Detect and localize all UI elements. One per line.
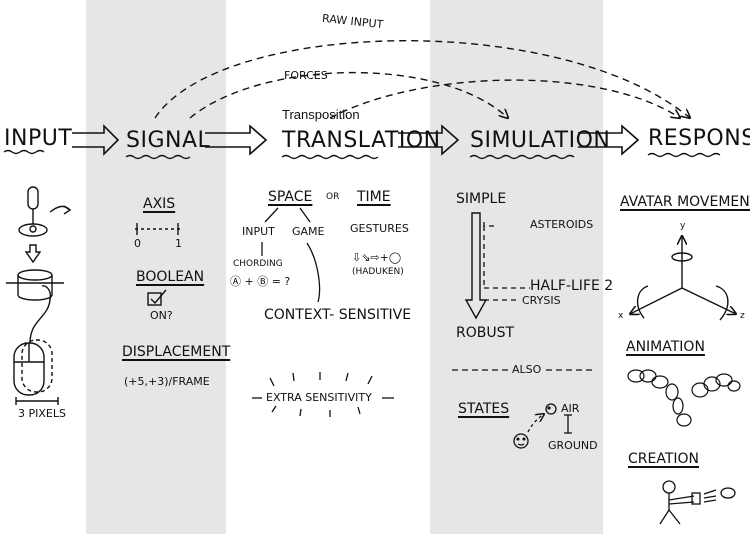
simple-label: SIMPLE bbox=[456, 191, 507, 207]
context-sensitive-label: CONTEXT- SENSITIVE bbox=[264, 307, 412, 323]
space-tree-lines bbox=[261, 207, 321, 303]
space-game-label: GAME bbox=[292, 225, 325, 238]
axis-max-label: 1 bbox=[175, 237, 182, 250]
simulation-underline bbox=[469, 154, 575, 160]
translation-underline bbox=[281, 154, 379, 160]
input-underline bbox=[3, 149, 45, 155]
stage-response: RESPONSE bbox=[648, 126, 750, 151]
space-input-label: INPUT bbox=[242, 225, 275, 238]
crysis-label: CRYSIS bbox=[522, 294, 561, 307]
stage-input: INPUT bbox=[4, 126, 73, 151]
boolean-heading: BOOLEAN bbox=[136, 269, 205, 285]
or-label: OR bbox=[326, 192, 340, 202]
chord-formula: Ⓐ + Ⓑ = ? bbox=[230, 275, 291, 288]
stage-arrow-3 bbox=[398, 124, 460, 156]
signal-underline bbox=[125, 154, 191, 160]
stage-arrow-2 bbox=[205, 124, 268, 156]
axis-x-label: x bbox=[618, 311, 624, 321]
stage-arrow-1 bbox=[72, 124, 120, 156]
extra-sensitivity-label: EXTRA SENSITIVITY bbox=[266, 391, 372, 404]
stage-signal: SIGNAL bbox=[126, 128, 211, 153]
axis-scale-icon bbox=[135, 223, 180, 235]
stage-arrow-4 bbox=[578, 124, 640, 156]
axis-min-label: 0 bbox=[134, 237, 141, 250]
joystick-icon bbox=[18, 186, 72, 237]
animation-heading: ANIMATION bbox=[626, 339, 705, 355]
avatar-movement-heading: AVATAR MOVEMENT bbox=[620, 194, 750, 210]
halflife-label: HALF-LIFE 2 bbox=[530, 278, 614, 294]
time-heading: TIME bbox=[357, 189, 391, 205]
gesture-sequence: ⇩⇘⇨+◯ bbox=[352, 251, 402, 264]
simulation-tick-lines bbox=[483, 222, 530, 301]
response-underline bbox=[647, 152, 721, 158]
on-label: ON? bbox=[150, 309, 173, 322]
displacement-heading: DISPLACEMENT bbox=[122, 344, 231, 360]
axis-z-label: z bbox=[740, 311, 745, 321]
extra-sensitivity-rays bbox=[252, 372, 394, 417]
mouse-icon bbox=[13, 285, 59, 405]
gestures-label: GESTURES bbox=[350, 222, 409, 235]
haduken-label: (HADUKEN) bbox=[352, 267, 404, 277]
air-label: AIR bbox=[561, 402, 580, 415]
states-drawing bbox=[513, 403, 572, 449]
axis-y-label: y bbox=[680, 221, 686, 231]
robust-label: ROBUST bbox=[456, 325, 515, 341]
stage-simulation: SIMULATION bbox=[470, 128, 611, 153]
pixels-label: 3 PIXELS bbox=[18, 407, 66, 420]
animation-circles-icon bbox=[627, 369, 741, 427]
checkbox-icon bbox=[147, 289, 167, 306]
simple-robust-arrow bbox=[464, 212, 488, 320]
transposition-label: Transposition bbox=[282, 107, 360, 122]
ground-label: GROUND bbox=[548, 439, 598, 452]
transposition-arc bbox=[329, 79, 680, 118]
also-label: ALSO bbox=[512, 363, 542, 376]
xyz-axes-icon bbox=[630, 236, 736, 321]
down-arrow-icon bbox=[24, 244, 42, 264]
cylinder-icon bbox=[6, 269, 64, 301]
per-frame-label: (+5,+3)/FRAME bbox=[124, 375, 210, 388]
signal-column-band bbox=[86, 0, 226, 534]
forces-label: FORCES bbox=[284, 69, 328, 82]
fireball-figure-icon bbox=[659, 480, 736, 525]
creation-heading: CREATION bbox=[628, 451, 700, 467]
states-heading: STATES bbox=[458, 401, 510, 417]
forces-arc bbox=[189, 71, 508, 118]
chording-label: CHORDING bbox=[233, 259, 283, 269]
space-heading: SPACE bbox=[268, 189, 313, 205]
raw-input-arc bbox=[154, 40, 690, 118]
asteroids-label: ASTEROIDS bbox=[530, 218, 594, 231]
stage-translation: TRANSLATION bbox=[282, 128, 441, 153]
axis-heading: AXIS bbox=[143, 196, 176, 212]
